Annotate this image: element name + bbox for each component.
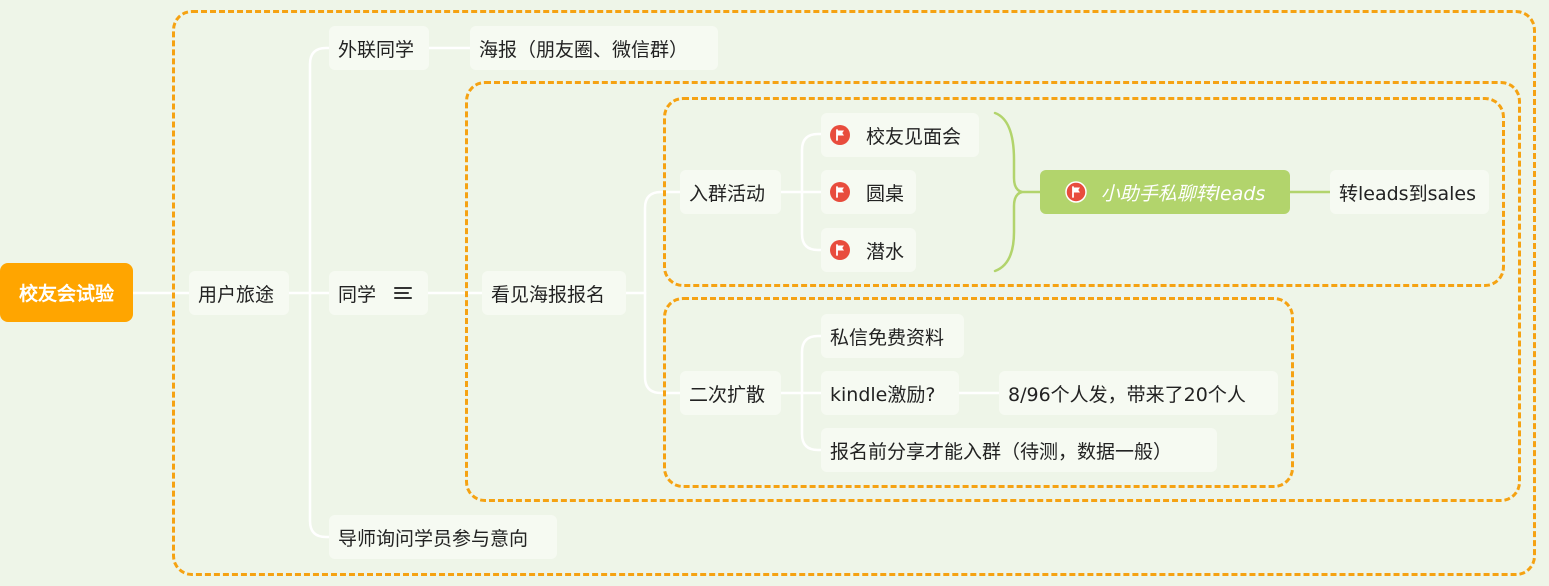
share-before-join-node[interactable]: 报名前分享才能入群（待测，数据一般） <box>821 428 1217 472</box>
note-icon[interactable] <box>394 286 413 300</box>
join-activity-node[interactable]: 入群活动 <box>680 170 781 214</box>
join-activity-boundary <box>663 97 1505 287</box>
flag-icon <box>830 125 850 145</box>
alumni-meeting-label: 校友见面会 <box>866 125 962 148</box>
second-spread-boundary <box>663 297 1294 488</box>
lurking-label: 潜水 <box>866 240 905 263</box>
roundtable-node[interactable]: 圆桌 <box>821 170 916 214</box>
kindle-incentive-node[interactable]: kindle激励? <box>821 371 959 415</box>
assistant-leads-label: 小助手私聊转leads <box>1100 182 1266 205</box>
flag-icon <box>1064 181 1087 203</box>
poster-signup-boundary <box>465 81 1521 502</box>
poster-node[interactable]: 海报（朋友圈、微信群） <box>470 26 718 70</box>
flag-icon <box>830 182 850 202</box>
see-poster-signup-node[interactable]: 看见海报报名 <box>482 271 626 315</box>
leads-to-sales-node[interactable]: 转leads到sales <box>1330 170 1489 214</box>
lurking-node[interactable]: 潜水 <box>821 228 916 272</box>
flag-icon <box>830 240 850 260</box>
alumni-meeting-node[interactable]: 校友见面会 <box>821 113 979 157</box>
root-node[interactable]: 校友会试验 <box>0 263 133 322</box>
outer-boundary <box>172 10 1536 576</box>
classmates-node[interactable]: 同学 <box>329 271 428 315</box>
assistant-leads-node[interactable]: 小助手私聊转leads <box>1040 170 1290 214</box>
roundtable-label: 圆桌 <box>866 182 905 205</box>
kindle-result-node[interactable]: 8/96个人发，带来了20个人 <box>999 371 1278 415</box>
user-journey-node[interactable]: 用户旅途 <box>189 271 289 315</box>
classmates-label: 同学 <box>338 283 377 306</box>
second-spread-node[interactable]: 二次扩散 <box>680 371 781 415</box>
external-classmates-node[interactable]: 外联同学 <box>329 26 429 70</box>
dm-free-material-node[interactable]: 私信免费资料 <box>821 314 964 358</box>
mentor-node[interactable]: 导师询问学员参与意向 <box>329 515 557 559</box>
